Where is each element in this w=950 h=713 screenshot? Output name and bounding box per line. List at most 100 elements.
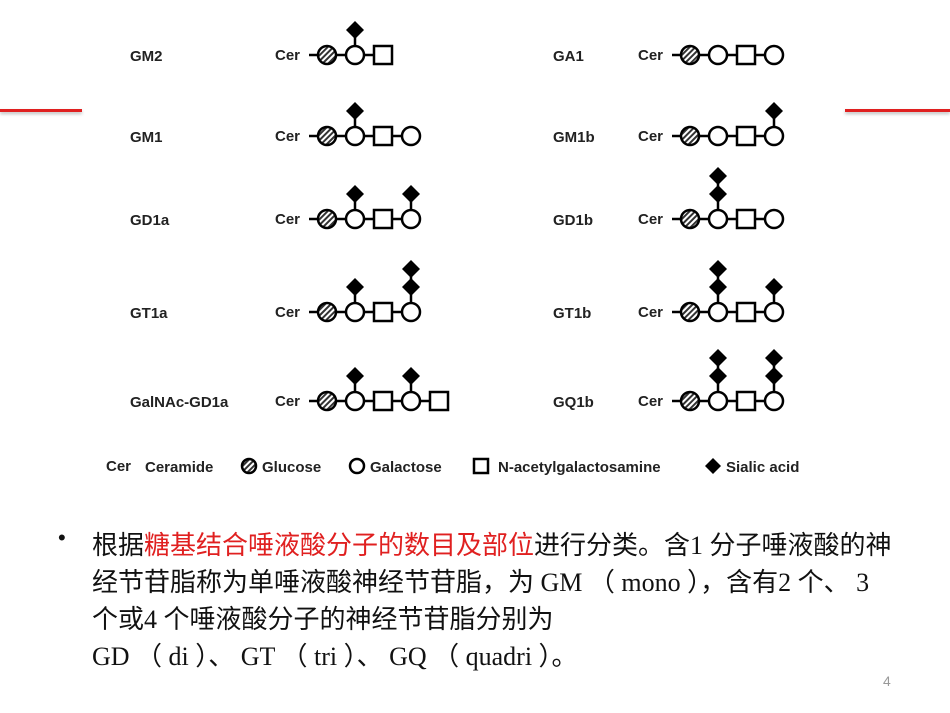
- galactose-icon: [344, 208, 366, 230]
- cer-label: Cer: [638, 47, 663, 64]
- galactose-icon: [707, 301, 729, 323]
- text-part: 进行分类。含1 分子唾液酸的神经节苷脂称为单唾液酸神经节苷脂，为 GM （ mo…: [92, 531, 892, 634]
- galactose-icon: [763, 44, 785, 66]
- sialic-acid-icon: [765, 367, 783, 385]
- galnac-icon: [735, 125, 757, 147]
- galactose-icon: [400, 125, 422, 147]
- galnac-icon: [428, 390, 450, 412]
- galnac-icon: [372, 301, 394, 323]
- galnac-icon: [735, 208, 757, 230]
- cer-label: Cer: [638, 304, 663, 321]
- glucose-icon: [316, 208, 338, 230]
- ganglioside-name: GQ1b: [553, 394, 594, 411]
- sialic-acid-icon: [709, 367, 727, 385]
- galactose-icon: [763, 301, 785, 323]
- galactose-icon: [344, 125, 366, 147]
- galactose-icon: [707, 44, 729, 66]
- ganglioside-name: GT1b: [553, 305, 591, 322]
- legend-cer: Cer: [106, 458, 131, 475]
- sialic-acid-icon: [402, 185, 420, 203]
- glucose-icon: [679, 44, 701, 66]
- glucose-icon: [679, 390, 701, 412]
- sialic-acid-icon: [402, 278, 420, 296]
- galnac-icon: [372, 44, 394, 66]
- sialic-acid-icon: [765, 349, 783, 367]
- red-divider-left: [0, 109, 82, 112]
- sialic-acid-icon: [346, 102, 364, 120]
- galnac-icon: [735, 390, 757, 412]
- cer-label: Cer: [638, 211, 663, 228]
- galactose-icon: [763, 125, 785, 147]
- legend-galnac: N-acetylgalactosamine: [498, 459, 661, 476]
- galactose-icon: [348, 457, 366, 475]
- legend-glucose: Glucose: [262, 459, 321, 476]
- galactose-icon: [707, 208, 729, 230]
- ganglioside-name: GalNAc-GD1a: [130, 394, 229, 411]
- cer-label: Cer: [275, 211, 300, 228]
- galactose-icon: [707, 390, 729, 412]
- cer-label: Cer: [275, 393, 300, 410]
- cer-label: Cer: [638, 393, 663, 410]
- galnac-icon: [372, 390, 394, 412]
- galactose-icon: [763, 208, 785, 230]
- galactose-icon: [344, 44, 366, 66]
- ganglioside-name: GM1b: [553, 129, 595, 146]
- cer-label: Cer: [638, 128, 663, 145]
- red-divider-right: [845, 109, 950, 112]
- galnac-icon: [472, 457, 490, 475]
- sialic-acid-icon: [402, 367, 420, 385]
- ganglioside-name: GD1b: [553, 212, 593, 229]
- ganglioside-name: GA1: [553, 48, 584, 65]
- sialic-acid-icon: [346, 278, 364, 296]
- galactose-icon: [344, 390, 366, 412]
- galactose-icon: [707, 125, 729, 147]
- glucose-icon: [679, 208, 701, 230]
- ganglioside-name: GM1: [130, 129, 163, 146]
- sialic-acid-icon: [709, 185, 727, 203]
- glucose-icon: [316, 125, 338, 147]
- legend-galactose: Galactose: [370, 459, 442, 476]
- text-part: 根据: [92, 531, 145, 560]
- page-number: 4: [883, 673, 891, 689]
- glucose-icon: [316, 44, 338, 66]
- sialic-acid-icon: [346, 21, 364, 39]
- sialic-acid-icon: [709, 260, 727, 278]
- sialic-acid-icon: [765, 102, 783, 120]
- cer-label: Cer: [275, 47, 300, 64]
- galactose-icon: [400, 390, 422, 412]
- ganglioside-name: GT1a: [130, 305, 168, 322]
- sialic-acid-icon: [765, 278, 783, 296]
- cer-label: Cer: [275, 128, 300, 145]
- glucose-icon: [316, 390, 338, 412]
- sialic-acid-icon: [705, 458, 721, 474]
- galactose-icon: [400, 208, 422, 230]
- galnac-icon: [735, 301, 757, 323]
- sialic-acid-icon: [346, 367, 364, 385]
- glucose-icon: [679, 301, 701, 323]
- galnac-icon: [372, 125, 394, 147]
- galactose-icon: [763, 390, 785, 412]
- glucose-icon: [316, 301, 338, 323]
- body-text: 根据糖基结合唾液酸分子的数目及部位进行分类。含1 分子唾液酸的神经节苷脂称为单唾…: [92, 527, 892, 675]
- galactose-icon: [344, 301, 366, 323]
- ganglioside-name: GM2: [130, 48, 163, 65]
- galnac-icon: [735, 44, 757, 66]
- sialic-acid-icon: [709, 278, 727, 296]
- galactose-icon: [400, 301, 422, 323]
- legend-sialic: Sialic acid: [726, 459, 799, 476]
- sialic-acid-icon: [709, 167, 727, 185]
- sialic-acid-icon: [346, 185, 364, 203]
- glucose-icon: [679, 125, 701, 147]
- sialic-acid-icon: [709, 349, 727, 367]
- bullet-icon: •: [58, 525, 66, 550]
- text-part: GD （ di ）、 GT （ tri ）、 GQ （ quadri ）。: [92, 642, 578, 671]
- highlight-text: 糖基结合唾液酸分子的数目及部位: [144, 531, 535, 560]
- cer-label: Cer: [275, 304, 300, 321]
- legend-ceramide: Ceramide: [145, 459, 213, 476]
- sialic-acid-icon: [402, 260, 420, 278]
- glucose-icon: [240, 457, 258, 475]
- legend: Cer Ceramide Glucose Galactose N-acetylg…: [106, 457, 799, 476]
- ganglioside-name: GD1a: [130, 212, 170, 229]
